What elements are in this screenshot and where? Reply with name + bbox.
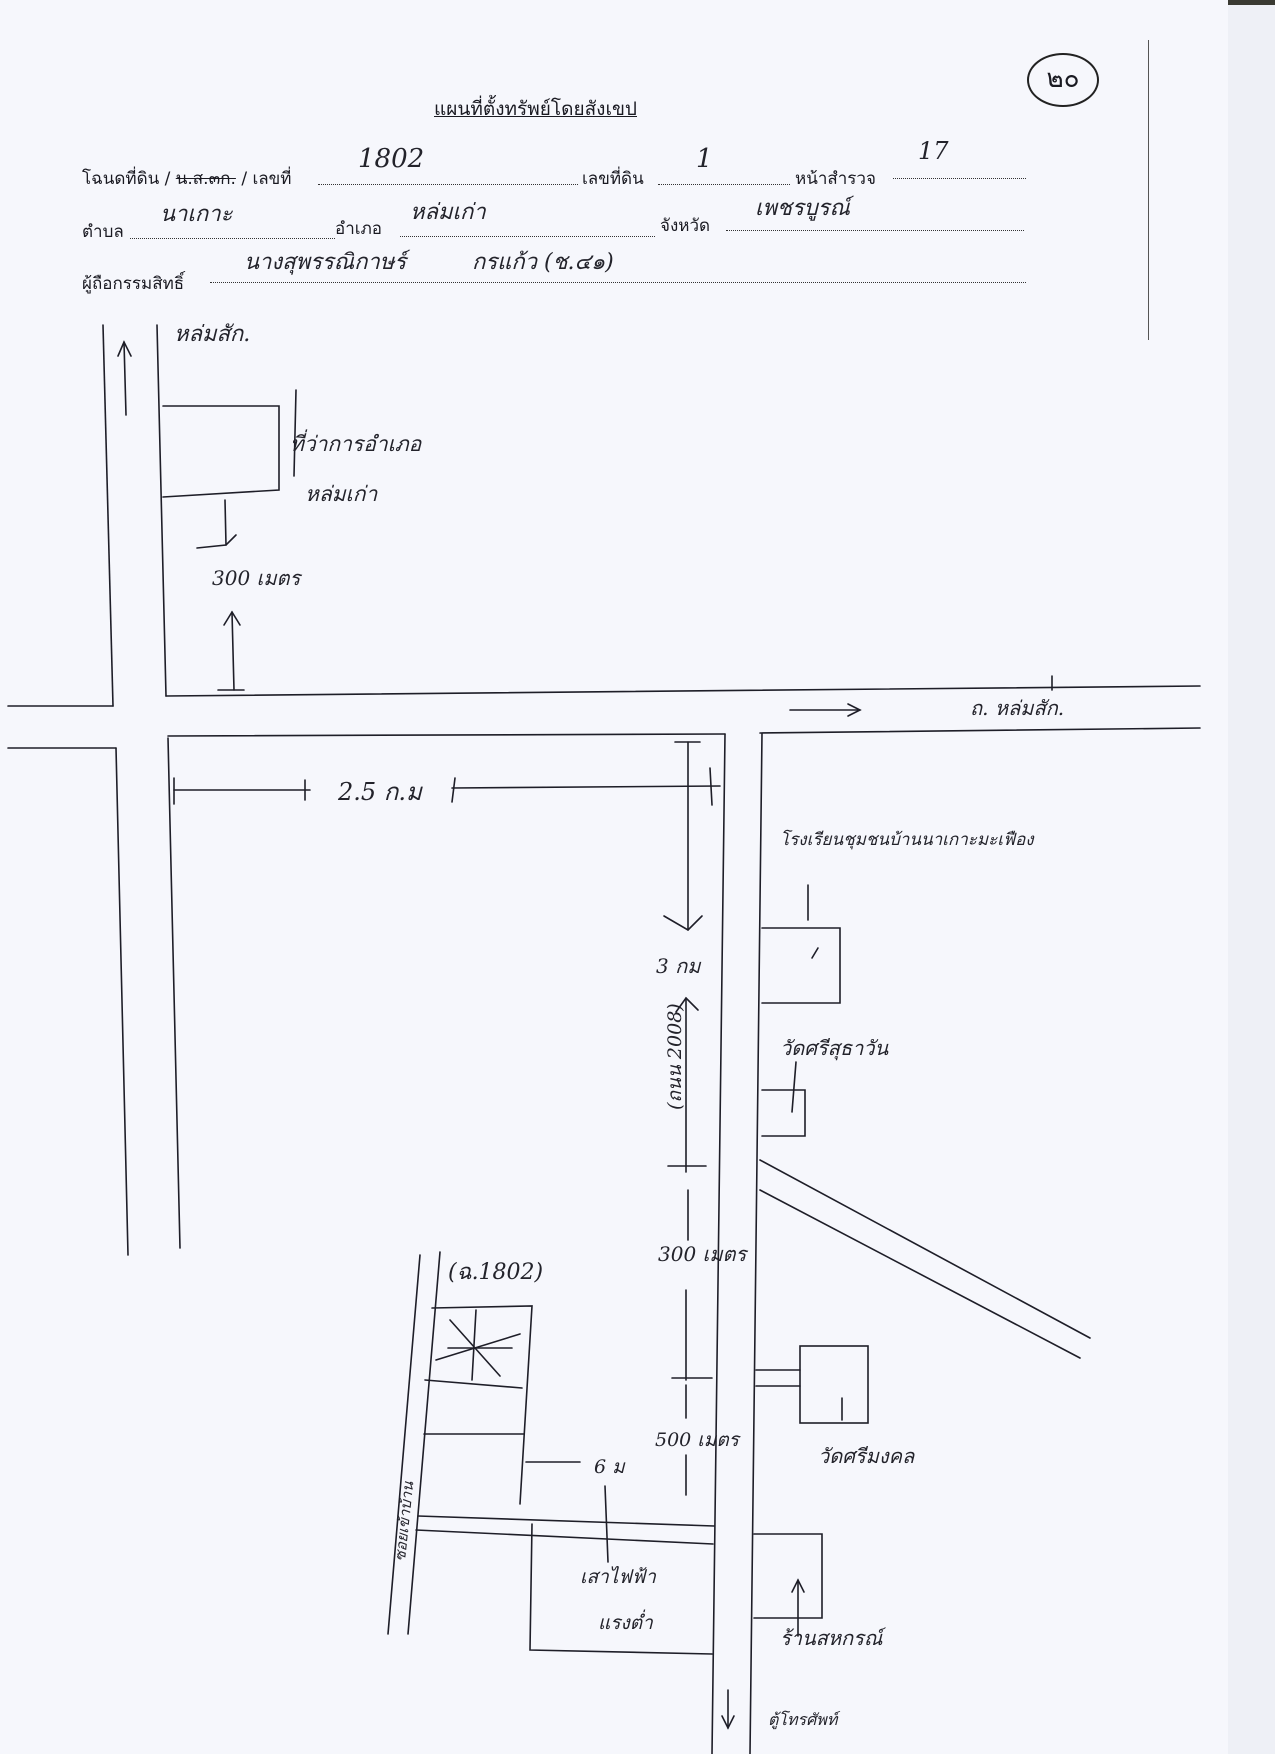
main-road-bottom-mid [167,733,726,737]
subdistrict-label: ตำบล [82,222,124,242]
wat-1-arrow [791,1061,797,1113]
district-office-bracket [293,389,297,477]
right-border [1148,40,1149,340]
connector-lane-north [417,1515,715,1527]
survey-page-line [893,178,1026,179]
label-power-pole-1: เสาไฟฟ้า [580,1566,656,1588]
shop-box [753,1533,823,1619]
label-to-bottom: ตู้โทรศัพท์ [768,1710,838,1729]
deed-prefix: โฉนดที่ดิน / [82,169,171,189]
owner-line [210,282,1026,283]
district-office-box [162,405,280,498]
parcel-x-3 [471,1309,477,1381]
survey-page-value: 17 [918,137,949,165]
province-label: จังหวัด [660,216,711,236]
label-300m-top: 300 เมตร [212,566,301,590]
label-wat-1: วัดศรีสุธาวัน [780,1036,889,1060]
wat-2-box [799,1345,869,1424]
dim-25-right-tick [709,767,713,806]
label-road-lomsak: ถ. หล่มสัก. [970,696,1065,720]
deed-row: โฉนดที่ดิน / น.ส.๓ก. / เลขที่ [82,165,292,192]
diagonal-road-north [759,1159,1091,1339]
label-500m: 500 เมตร [655,1429,739,1451]
document-sheet [0,0,1228,1754]
province-line [726,230,1024,231]
label-3km: 3 กม [656,954,701,978]
label-district-office-1: ที่ว่าการอำเภอ [290,432,422,456]
connector-lane-south [415,1529,714,1545]
subdistrict-value: นาเกาะ [160,202,233,227]
main-road-top-right [165,685,1201,697]
land-no-value: 1 [696,144,713,174]
label-community-center: โรงเรียนชุมชนบ้านนาเกาะมะเฟือง [780,830,1034,850]
land-no-label: เลขที่ดิน [582,169,644,189]
owner-value: นางสุพรรณิกาษร์ [244,250,407,275]
scan-edge [1228,0,1275,1754]
dim-300-top-lower [231,611,235,691]
dim-25-right [451,785,721,789]
dim-300-top-arrow [223,610,241,626]
right-road-edge-lower [167,737,181,1249]
arrow-down-head [721,1715,735,1730]
left-road-edge-lower [115,747,129,1256]
label-2-5km: 2.5 ก.ม [338,778,422,806]
survey-page-label: หน้าสำรวจ [795,169,876,189]
label-shop: ร้านสหกรณ์ [780,1626,883,1650]
diagonal-road-south [759,1189,1081,1359]
land-no-line [658,184,790,185]
page-number: ๒๐ [1027,53,1099,107]
label-district-office-2: หล่มเก่า [305,482,378,506]
parcel-x-2 [435,1333,521,1361]
label-300m-mid: 300 เมตร [658,1242,747,1266]
wat-1-box [761,1089,806,1137]
label-6m: 6 ม [594,1456,625,1478]
deed-struck: น.ส.๓ก. [175,169,236,189]
side-lane-west [387,1254,421,1635]
district-line [400,236,655,237]
label-wat-2: วัดศรีมงคล [818,1444,915,1468]
dim-300-top-upper [224,499,227,546]
scan-edge-dark [1228,0,1275,5]
road-2008-west-edge [711,733,726,1754]
main-road-bottom-right [759,727,1201,734]
shop-arrow-head [791,1578,805,1593]
arrow-up-shaft [123,341,127,416]
deed-number-line [318,184,578,185]
arrow-east-head [847,703,862,717]
left-road-edge-upper [102,324,114,707]
right-road-edge-upper [156,324,167,697]
power-pole-lead [604,1485,609,1563]
parcel-line-1 [424,1379,523,1389]
deed-number: 1802 [358,144,425,174]
community-box-mark [811,947,819,959]
label-parcel: (ฉ.1802) [448,1260,544,1285]
road-2008-east-edge [749,732,763,1754]
parcel-outline [431,1305,533,1505]
deed-suffix: / เลขที่ [241,169,292,189]
power-pole-box [529,1523,713,1655]
page-title: แผนที่ตั้งทรัพย์โดยสังเขป [434,98,637,120]
side-lane-east [407,1251,441,1635]
community-center-box [761,927,841,1004]
label-road-2008: (ถนน 2008) [664,1003,686,1110]
dim-3km-lower-arrow [675,996,699,1013]
owner-label: ผู้ถือกรรมสิทธิ์ [82,274,185,294]
owner-extra: กรแก้ว (ช.๔๑) [472,250,614,275]
province-value: เพชรบูรณ์ [755,196,850,221]
district-label: อำเภอ [335,219,382,239]
subdistrict-line [130,238,335,239]
arrow-up-head [117,340,132,357]
label-to-lomsak: หล่มสัก. [174,322,251,347]
label-power-pole-2: แรงต่ำ [598,1612,653,1634]
dim-3km-upper-arrow [663,915,703,932]
district-value: หล่มเก่า [410,200,486,225]
dim-300-top-mark [196,534,237,549]
dim-25-right-start [451,777,456,803]
